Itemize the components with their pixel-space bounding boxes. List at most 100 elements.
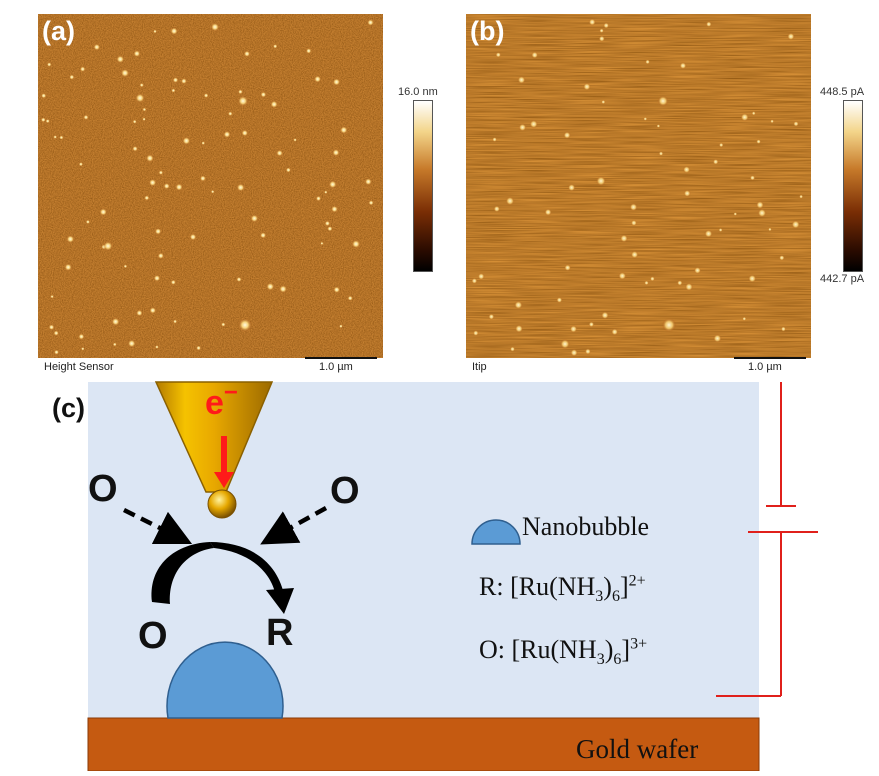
afm-particle: [563, 131, 571, 139]
afm-particle: [556, 296, 563, 304]
afm-particle: [477, 272, 485, 280]
afm-bright-particle: [351, 239, 361, 249]
afm-particle: [564, 264, 572, 272]
afm-particle: [778, 254, 785, 261]
afm-particle: [123, 264, 128, 269]
oxidized-species-left: O: [88, 468, 118, 510]
afm-particle: [679, 62, 687, 70]
legend-oxidized-species: O: [Ru(NH3)6]3+: [479, 635, 647, 669]
afm-particle: [601, 311, 609, 320]
panel-a-scale-bar: [305, 357, 377, 359]
afm-particle: [93, 43, 101, 51]
legend-o-suffix: ]: [621, 635, 631, 664]
afm-particle: [145, 154, 155, 163]
afm-bright-particle: [237, 95, 249, 107]
afm-particle: [139, 82, 144, 88]
panel-a-scale-label: 1.0 µm: [319, 361, 353, 373]
afm-particle: [170, 27, 179, 36]
afm-particle: [170, 279, 177, 286]
afm-particle: [742, 316, 747, 321]
afm-particle: [154, 345, 159, 349]
afm-particle: [48, 324, 55, 331]
afm-particle: [332, 148, 340, 157]
afm-particle: [285, 167, 292, 173]
legend-r-sub: 3: [595, 588, 604, 606]
afm-particle: [158, 170, 164, 176]
afm-particle: [40, 92, 47, 99]
afm-particle: [59, 135, 64, 140]
panel-a-label: (a): [42, 16, 75, 46]
panel-b-label: (b): [470, 16, 505, 46]
afm-particle: [144, 195, 150, 201]
afm-particle: [260, 91, 267, 98]
afm-particle: [236, 183, 245, 192]
afm-particle: [46, 62, 52, 67]
afm-particle: [112, 342, 117, 347]
afm-particle: [658, 151, 664, 157]
afm-particle: [66, 234, 75, 244]
afm-particle: [713, 334, 722, 343]
legend-o-sup: 3+: [630, 635, 648, 653]
afm-particle: [693, 266, 702, 275]
reduced-species-bottom: R: [266, 612, 294, 654]
afm-particle: [153, 274, 161, 282]
schematic-diagram: [0, 380, 879, 772]
legend-r-sub2: 6: [611, 588, 620, 606]
afm-particle: [649, 276, 655, 282]
afm-particle: [79, 66, 86, 73]
afm-particle: [733, 212, 738, 216]
panel-b-colorbar-min: 442.7 pA: [820, 273, 865, 285]
afm-particle: [172, 319, 178, 324]
afm-bright-particle: [560, 339, 570, 349]
afm-particle: [328, 180, 337, 189]
afm-particle: [210, 189, 215, 194]
afm-particle: [315, 195, 322, 202]
afm-particle: [544, 208, 552, 216]
afm-particle: [278, 284, 288, 294]
afm-particle: [149, 306, 157, 314]
afm-particle: [799, 194, 804, 199]
afm-bright-particle: [662, 318, 676, 332]
afm-particle: [368, 200, 374, 206]
afm-particle: [320, 241, 324, 246]
afm-particle: [78, 161, 84, 167]
afm-particle: [704, 229, 713, 238]
afm-particle: [243, 50, 251, 58]
afm-particle: [132, 119, 137, 124]
afm-bright-particle: [238, 318, 252, 332]
afm-particle: [588, 18, 596, 26]
afm-particle: [313, 75, 322, 83]
afm-particle: [293, 138, 297, 142]
afm-particle: [712, 158, 719, 165]
afm-particle: [330, 205, 339, 213]
current-map-canvas: [466, 14, 811, 358]
afm-particle: [259, 231, 267, 239]
afm-particle: [718, 227, 723, 233]
afm-particle: [791, 220, 801, 229]
afm-particle: [569, 325, 578, 333]
afm-particle: [237, 89, 243, 95]
gold-wafer: [87, 717, 760, 772]
afm-particle: [493, 205, 501, 213]
afm-particle: [116, 55, 125, 64]
afm-particle: [182, 136, 191, 146]
afm-particle: [645, 59, 651, 65]
afm-particle: [266, 282, 275, 291]
afm-particle: [529, 119, 538, 129]
afm-bright-particle: [757, 208, 767, 218]
afm-particle: [629, 203, 638, 212]
panel-a-colorbar-max: 16.0 nm: [398, 86, 438, 98]
afm-particle: [142, 117, 146, 122]
afm-particle: [203, 92, 209, 99]
afm-particle: [153, 29, 157, 34]
afm-particle: [250, 214, 259, 223]
afm-particle: [756, 139, 762, 145]
afm-bright-particle: [505, 196, 515, 206]
afm-particle: [220, 322, 226, 327]
legend-nanobubble-label: Nanobubble: [522, 512, 650, 541]
legend-r-sup: 2+: [628, 572, 646, 590]
afm-bright-particle: [103, 241, 113, 251]
afm-particle: [227, 111, 233, 117]
afm-particle: [751, 111, 756, 116]
afm-particle: [705, 21, 712, 28]
